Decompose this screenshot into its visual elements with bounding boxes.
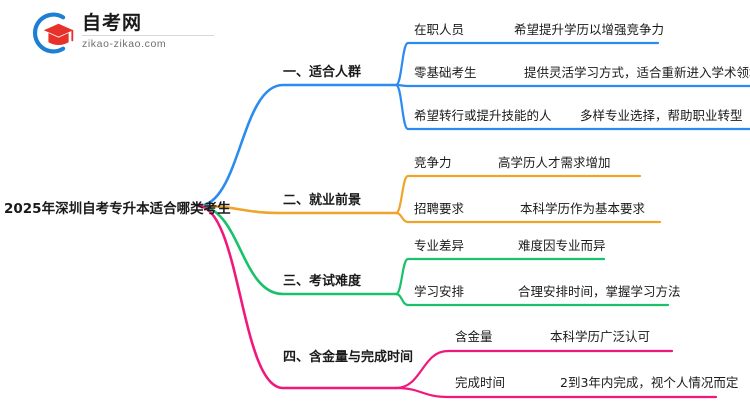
root-node-label: 2025年深圳自考专升本适合哪类考生 bbox=[4, 201, 231, 217]
leaf-value-2-2: 本科学历作为基本要求 bbox=[520, 201, 646, 216]
branch-label-2[interactable]: 二、就业前景 bbox=[283, 193, 362, 208]
leaf-key-3-2[interactable]: 学习安排 bbox=[414, 284, 465, 299]
leaf-value-4-1: 本科学历广泛认可 bbox=[550, 329, 651, 344]
leaf-key-1-1[interactable]: 在职人员 bbox=[414, 22, 465, 37]
logo-divider bbox=[82, 35, 214, 36]
branch-label-1[interactable]: 一、适合人群 bbox=[283, 65, 362, 80]
site-logo[interactable]: 自考网 zikao-zikao.com bbox=[30, 8, 220, 58]
leaf-key-1-2[interactable]: 零基础考生 bbox=[414, 65, 477, 80]
leaf-value-2-1: 高学历人才需求增加 bbox=[498, 155, 611, 170]
leaf-key-2-2[interactable]: 招聘要求 bbox=[414, 201, 465, 216]
leaf-key-1-3[interactable]: 希望转行或提升技能的人 bbox=[414, 108, 552, 123]
leaf-key-2-1[interactable]: 竞争力 bbox=[414, 155, 452, 170]
leaf-value-1-3: 多样专业选择，帮助职业转型 bbox=[580, 108, 743, 123]
leaf-key-3-1[interactable]: 专业差异 bbox=[414, 238, 465, 253]
branch-label-3[interactable]: 三、考试难度 bbox=[283, 274, 362, 289]
leaf-value-1-1: 希望提升学历以增强竞争力 bbox=[514, 22, 665, 37]
branch-label-4[interactable]: 四、含金量与完成时间 bbox=[283, 350, 414, 365]
leaf-value-3-1: 难度因专业而异 bbox=[518, 238, 606, 253]
graduation-cap-logo-icon bbox=[32, 12, 74, 54]
leaf-value-3-2: 合理安排时间，掌握学习方法 bbox=[518, 284, 681, 299]
logo-domain: zikao-zikao.com bbox=[82, 38, 167, 50]
leaf-value-1-2: 提供灵活学习方式，适合重新进入学术领域 bbox=[524, 65, 750, 80]
logo-title: 自考网 bbox=[82, 12, 143, 34]
leaf-key-4-2[interactable]: 完成时间 bbox=[455, 375, 506, 390]
leaf-value-4-2: 2到3年内完成，视个人情况而定 bbox=[560, 375, 739, 390]
logo-text-block: 自考网 zikao-zikao.com bbox=[82, 12, 217, 50]
leaf-key-4-1[interactable]: 含金量 bbox=[455, 329, 493, 344]
